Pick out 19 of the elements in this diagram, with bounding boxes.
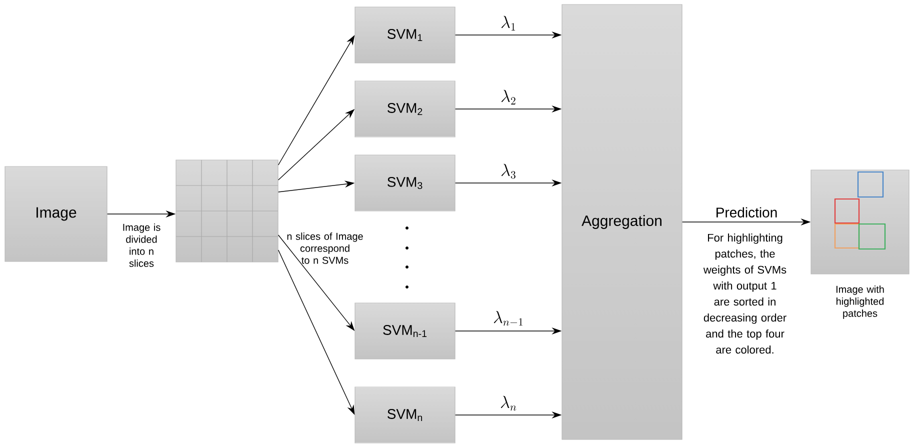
process-box: SVM$_{2}$	[354, 80, 456, 138]
edge-label: $\lambda_1$	[502, 16, 516, 30]
edge-label: $\lambda_2$	[502, 90, 516, 104]
process-box: SVM$_{n}$	[354, 386, 456, 444]
process-box: Aggregation	[562, 4, 682, 440]
note: n slices of Image correspond to n SVMs	[287, 232, 363, 264]
output-image-drawing	[810, 170, 910, 274]
edge-label: Image is divided into n slices	[123, 224, 160, 267]
edge-label: $\lambda_n$	[500, 396, 516, 411]
process-box: SVM$_{n-1}$	[354, 302, 456, 360]
edge-label: $\lambda_3$	[502, 164, 516, 179]
edge-label: $\lambda_{n-1}$	[494, 310, 523, 326]
process-box: Image	[4, 166, 108, 262]
note: For highlighting patches, the weights of SVMs with output 1 are sorted in decreasing order and the top four are colored.	[703, 234, 786, 354]
process-box: SVM$_{1}$	[354, 6, 456, 64]
image-caption: Image with highlighted patches	[836, 286, 884, 319]
process-box: SVM$_{3}$	[354, 154, 456, 212]
edge-label: Prediction	[716, 207, 777, 218]
grid-drawing	[176, 160, 278, 262]
